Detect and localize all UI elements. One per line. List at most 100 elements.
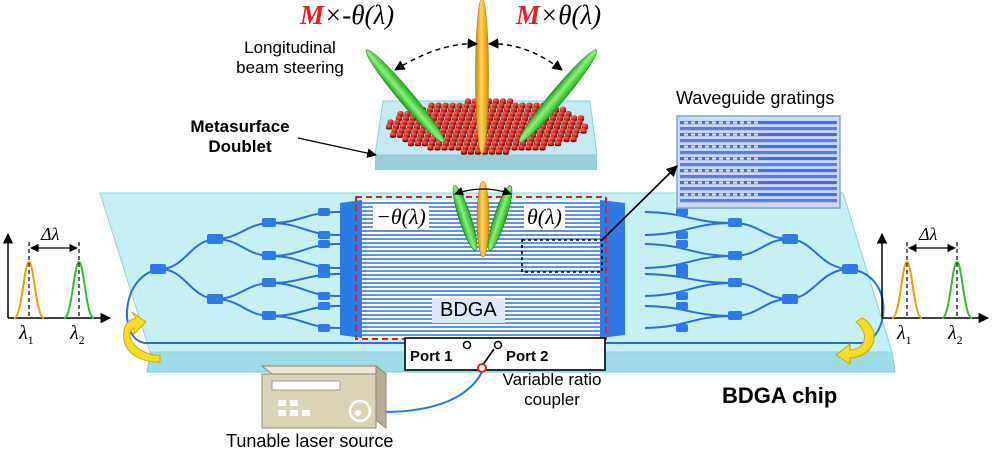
- inset-waveguide: [680, 175, 837, 179]
- metasurface-pillar: [570, 115, 578, 120]
- label-coupler-line2: coupler: [524, 390, 580, 409]
- metasurface-pillar: [454, 127, 461, 133]
- metasurface-pillar: [409, 136, 416, 142]
- inset-grating-tooth: [754, 133, 758, 136]
- label-neg-theta-chip: −θ(λ): [373, 204, 429, 230]
- metasurface-pillar: [563, 115, 571, 120]
- metasurface-pillar: [459, 132, 467, 137]
- metasurface-pillar: [525, 144, 532, 150]
- inset-grating-tooth: [705, 157, 709, 160]
- metasurface-pillar: [518, 144, 525, 150]
- metasurface-pillar: [444, 136, 451, 142]
- metasurface-pillar: [511, 123, 519, 129]
- metasurface-pillar: [517, 106, 525, 112]
- metasurface-pillar: [468, 106, 476, 112]
- metasurface-pillar: [452, 132, 460, 137]
- inset-grating-tooth: [705, 193, 709, 196]
- metasurface-pillar: [489, 127, 496, 133]
- metasurface-pillar: [496, 106, 504, 112]
- metasurface-pillar: [562, 119, 569, 125]
- label-waveguide-gratings: Waveguide gratings: [676, 88, 835, 108]
- metasurface-pillar: [464, 119, 471, 125]
- lower-green-beam-right: [487, 185, 513, 251]
- label-coupler: Variable ratio coupler: [492, 370, 612, 410]
- metasurface-pillar: [510, 106, 518, 112]
- metasurface-pillar: [407, 140, 415, 146]
- metasurface-pillar: [500, 136, 507, 142]
- metasurface-pillar: [569, 119, 576, 125]
- inset-grating-tooth: [691, 157, 695, 160]
- metasurface-pillar: [560, 123, 568, 129]
- metasurface-pillar: [536, 132, 544, 137]
- label-delta-lambda-right: Δλ: [919, 224, 938, 244]
- metasurface-pillar: [413, 123, 421, 129]
- metasurface-pillar: [445, 132, 453, 137]
- metasurface-pillar: [523, 111, 530, 116]
- inset-grating-tooth: [684, 181, 688, 184]
- grating-zoom-box: [521, 239, 603, 273]
- inset-grating-tooth: [754, 169, 758, 172]
- metasurface-pillar: [489, 106, 497, 112]
- metasurface-pillar: [440, 127, 447, 133]
- upper-green-beam-left: [365, 49, 445, 143]
- metasurface-pillar: [570, 136, 577, 142]
- metasurface-pillar: [571, 132, 579, 137]
- inset-grating-tooth: [733, 133, 737, 136]
- metasurface-pillar: [456, 140, 464, 146]
- metasurface-pillar: [403, 132, 411, 137]
- metasurface-pillar: [463, 140, 471, 146]
- metasurface-pillar: [450, 119, 457, 125]
- inset-grating-tooth: [740, 145, 744, 148]
- inset-grating-tooth: [740, 181, 744, 184]
- metasurface-pillar: [408, 119, 415, 125]
- inset-grating-tooth: [705, 121, 709, 124]
- metasurface-pillar: [466, 132, 474, 137]
- metasurface-pillar: [486, 136, 493, 142]
- metasurface-pillar: [442, 102, 449, 108]
- metasurface-pillar: [581, 123, 589, 129]
- label-chip: BDGA chip: [722, 383, 838, 408]
- metasurface-pillar: [496, 127, 503, 133]
- label-coupler-line1: Variable ratio: [502, 370, 602, 389]
- metasurface-pillar: [467, 148, 475, 154]
- metasurface-pillar: [398, 127, 405, 133]
- metasurface-pillar: [464, 98, 472, 104]
- metasurface-pillar: [542, 136, 549, 142]
- coupler-blocks: [150, 200, 858, 338]
- metasurface-pillar: [505, 140, 513, 146]
- inset-grating-tooth: [712, 193, 716, 196]
- inset-grating-tooth: [747, 133, 751, 136]
- laser-fiber: [382, 371, 483, 413]
- inset-grating-tooth: [719, 157, 723, 160]
- metasurface-pillar: [548, 119, 555, 125]
- inset-grating-tooth: [733, 121, 737, 124]
- metasurface-pillar: [494, 132, 502, 137]
- metasurface-pillar: [552, 127, 559, 133]
- port2-contact: [493, 340, 503, 350]
- label-m-left: M: [300, 0, 325, 30]
- metasurface-pillar: [451, 136, 458, 142]
- metasurface-pillar: [521, 115, 529, 120]
- metasurface-pillar: [550, 132, 558, 137]
- metasurface-pillar: [406, 123, 414, 129]
- inset-grating-tooth: [747, 169, 751, 172]
- laser-keypad: [278, 400, 310, 416]
- inset-grating-tooth: [698, 145, 702, 148]
- metasurface-pillar: [543, 132, 551, 137]
- metasurface-pillar: [405, 127, 412, 133]
- metasurface-pillar: [499, 119, 506, 125]
- metasurface-pillar: [546, 123, 554, 129]
- metasurface-pillar: [558, 111, 565, 116]
- label-lambda2-left: λ2: [70, 322, 85, 347]
- metasurface-pillar: [532, 144, 539, 150]
- metasurface-pillar: [502, 111, 509, 116]
- inset-grating-tooth: [740, 133, 744, 136]
- inset-grating-tooth: [698, 121, 702, 124]
- label-lambda1-left: λ1: [19, 322, 34, 347]
- metasurface-pillar: [458, 115, 466, 120]
- metasurface-pillar: [461, 106, 469, 112]
- metasurface-pillar: [437, 115, 445, 120]
- metasurface-pillar: [470, 102, 477, 108]
- metasurface-pillar: [391, 127, 398, 133]
- metasurface-pillar: [491, 102, 498, 108]
